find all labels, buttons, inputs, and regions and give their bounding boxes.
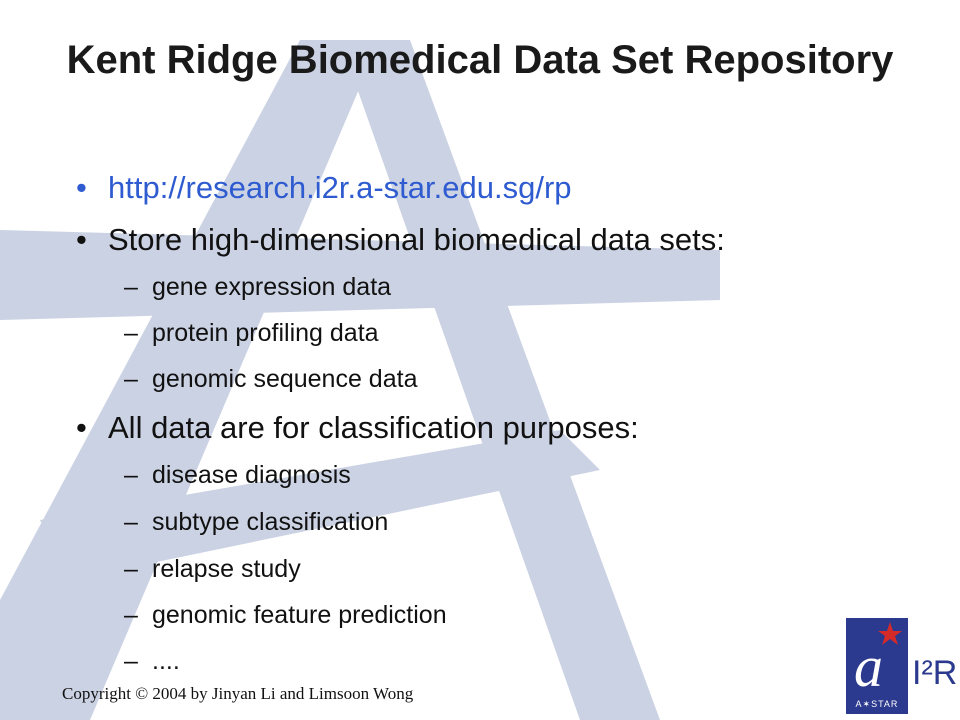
- bullet-item-url: • http://research.i2r.a-star.edu.sg/rp: [76, 168, 572, 208]
- sub-marker: –: [124, 273, 138, 301]
- sub-item-text: genomic feature prediction: [152, 601, 447, 629]
- sub-item-ellipsis: –....: [124, 644, 180, 678]
- sub-item-text: protein profiling data: [152, 319, 379, 347]
- repository-link[interactable]: http://research.i2r.a-star.edu.sg/rp: [108, 170, 572, 205]
- sub-item-disease-diagnosis: –disease diagnosis: [124, 458, 351, 492]
- bullet-marker: •: [76, 222, 87, 257]
- red-star-icon: [878, 622, 902, 645]
- sub-item-text: ....: [152, 647, 180, 675]
- sub-item-text: disease diagnosis: [152, 461, 351, 489]
- bullet-text: All data are for classification purposes…: [108, 410, 639, 445]
- star-stroke-horizontal: [0, 230, 720, 320]
- sub-item-relapse-study: –relapse study: [124, 552, 301, 586]
- astar-i2r-logo: a A✶STAR I²R: [846, 618, 958, 714]
- sub-marker: –: [124, 319, 138, 347]
- sub-marker: –: [124, 365, 138, 393]
- sub-item-text: subtype classification: [152, 508, 389, 536]
- i2r-text: I²R: [912, 654, 958, 692]
- astar-logo-block: a A✶STAR: [846, 618, 908, 714]
- slide-title: Kent Ridge Biomedical Data Set Repositor…: [66, 38, 894, 82]
- sub-item-genomic-sequence: –genomic sequence data: [124, 362, 417, 396]
- logo-a-glyph: a: [854, 634, 883, 699]
- copyright-footer: Copyright © 2004 by Jinyan Li and Limsoo…: [62, 684, 414, 703]
- star-stroke-diagonal: [40, 430, 600, 580]
- bullet-text: Store high-dimensional biomedical data s…: [108, 222, 725, 257]
- sub-item-protein-profiling: –protein profiling data: [124, 316, 379, 350]
- sub-marker: –: [124, 555, 138, 583]
- bullet-marker: •: [76, 410, 87, 445]
- sub-item-text: genomic sequence data: [152, 365, 418, 393]
- sub-item-genomic-feature-prediction: –genomic feature prediction: [124, 598, 447, 632]
- sub-item-gene-expression: –gene expression data: [124, 270, 391, 304]
- bullet-item-classification: • All data are for classification purpose…: [76, 408, 639, 448]
- sub-marker: –: [124, 461, 138, 489]
- bullet-marker: •: [76, 170, 87, 205]
- sub-marker: –: [124, 647, 138, 675]
- sub-item-text: gene expression data: [152, 273, 392, 301]
- bullet-item-store: • Store high-dimensional biomedical data …: [76, 220, 725, 260]
- astar-text: A✶STAR: [855, 699, 899, 709]
- astar-a-icon: a: [854, 622, 902, 699]
- sub-item-subtype-classification: –subtype classification: [124, 505, 388, 539]
- star-stroke-right: [340, 40, 660, 720]
- sub-marker: –: [124, 601, 138, 629]
- sub-marker: –: [124, 508, 138, 536]
- sub-item-text: relapse study: [152, 555, 301, 583]
